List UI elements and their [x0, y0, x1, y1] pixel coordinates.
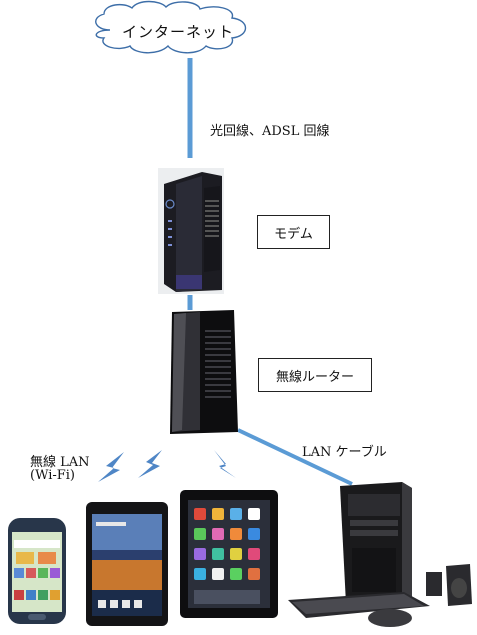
wireless-lan-label: 無線 LAN	[30, 455, 90, 470]
smartphone-device-image	[8, 518, 66, 624]
internet-cloud-icon	[95, 0, 247, 54]
lan-cable-line	[237, 428, 353, 486]
fiber-line-label: 光回線、ADSL 回線	[210, 124, 330, 139]
desktop-pc-device-image	[288, 482, 472, 627]
internet-label: インターネット	[122, 23, 235, 41]
wifi-lightning-icon	[98, 452, 124, 482]
wifi-label: (Wi-Fi)	[30, 468, 76, 483]
modem-device-image	[158, 168, 224, 294]
lan-cable-label: LAN ケーブル	[302, 445, 387, 460]
router-label: 無線ルーター	[258, 358, 372, 392]
router-device-image	[170, 310, 238, 434]
wifi-lightning-icon	[138, 450, 162, 478]
android-tablet-device-image	[86, 502, 168, 626]
ipad-device-image	[180, 490, 278, 618]
wifi-lightning-icon	[214, 450, 236, 478]
modem-label: モデム	[257, 215, 330, 249]
